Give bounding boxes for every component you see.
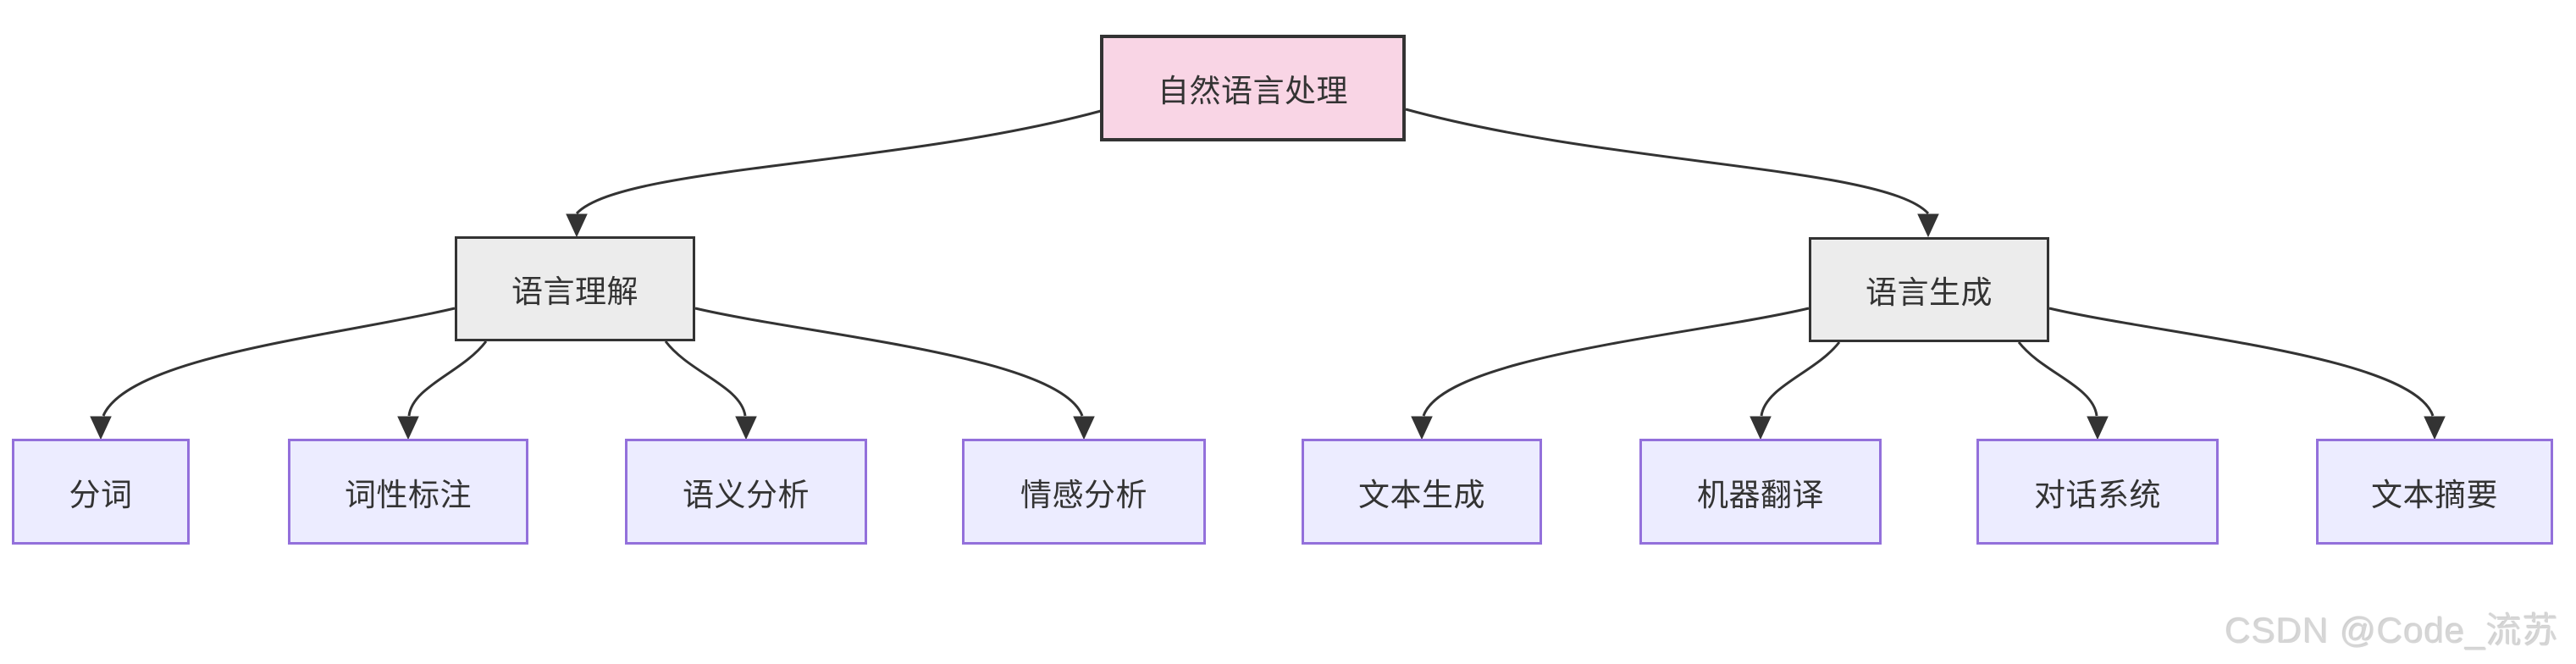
edge-generation-machine-translation — [1760, 341, 1841, 417]
arrowhead-semantic-analysis — [735, 416, 757, 440]
node-language-generation: 语言生成 — [1809, 237, 2049, 342]
edge-understanding-sentiment-analysis — [694, 307, 1084, 417]
arrowhead-sentiment-analysis — [1073, 416, 1095, 440]
arrowhead-dialogue-system — [2087, 416, 2109, 440]
node-nlp-root: 自然语言处理 — [1100, 35, 1406, 141]
arrowhead-generation — [1917, 213, 1939, 238]
node-machine-translation: 机器翻译 — [1639, 439, 1882, 545]
node-language-understanding: 语言理解 — [455, 236, 695, 341]
arrowhead-machine-translation — [1750, 416, 1772, 440]
node-text-summarization: 文本摘要 — [2316, 439, 2553, 545]
csdn-watermark: CSDN @Code_流苏 — [2225, 611, 2559, 650]
arrowhead-segmentation — [90, 416, 112, 440]
arrowhead-understanding — [566, 213, 588, 238]
edge-understanding-semantic-analysis — [664, 340, 747, 417]
edge-understanding-segmentation — [102, 307, 456, 417]
edge-generation-dialogue-system — [2017, 341, 2098, 417]
edge-generation-text-summarization — [2048, 307, 2435, 417]
node-pos-tagging: 词性标注 — [288, 439, 528, 545]
edge-generation-text-generation — [1422, 307, 1810, 417]
node-dialogue-system: 对话系统 — [1976, 439, 2219, 545]
edge-root-understanding — [575, 109, 1102, 215]
edge-understanding-pos-tagging — [407, 340, 488, 417]
node-word-segmentation: 分词 — [12, 439, 190, 545]
node-text-generation: 文本生成 — [1302, 439, 1542, 545]
arrowhead-text-summarization — [2424, 416, 2446, 440]
edge-root-generation — [1405, 108, 1930, 215]
node-sentiment-analysis: 情感分析 — [962, 439, 1206, 545]
arrowhead-pos-tagging — [397, 416, 419, 440]
node-semantic-analysis: 语义分析 — [625, 439, 867, 545]
arrowhead-text-generation — [1411, 416, 1433, 440]
